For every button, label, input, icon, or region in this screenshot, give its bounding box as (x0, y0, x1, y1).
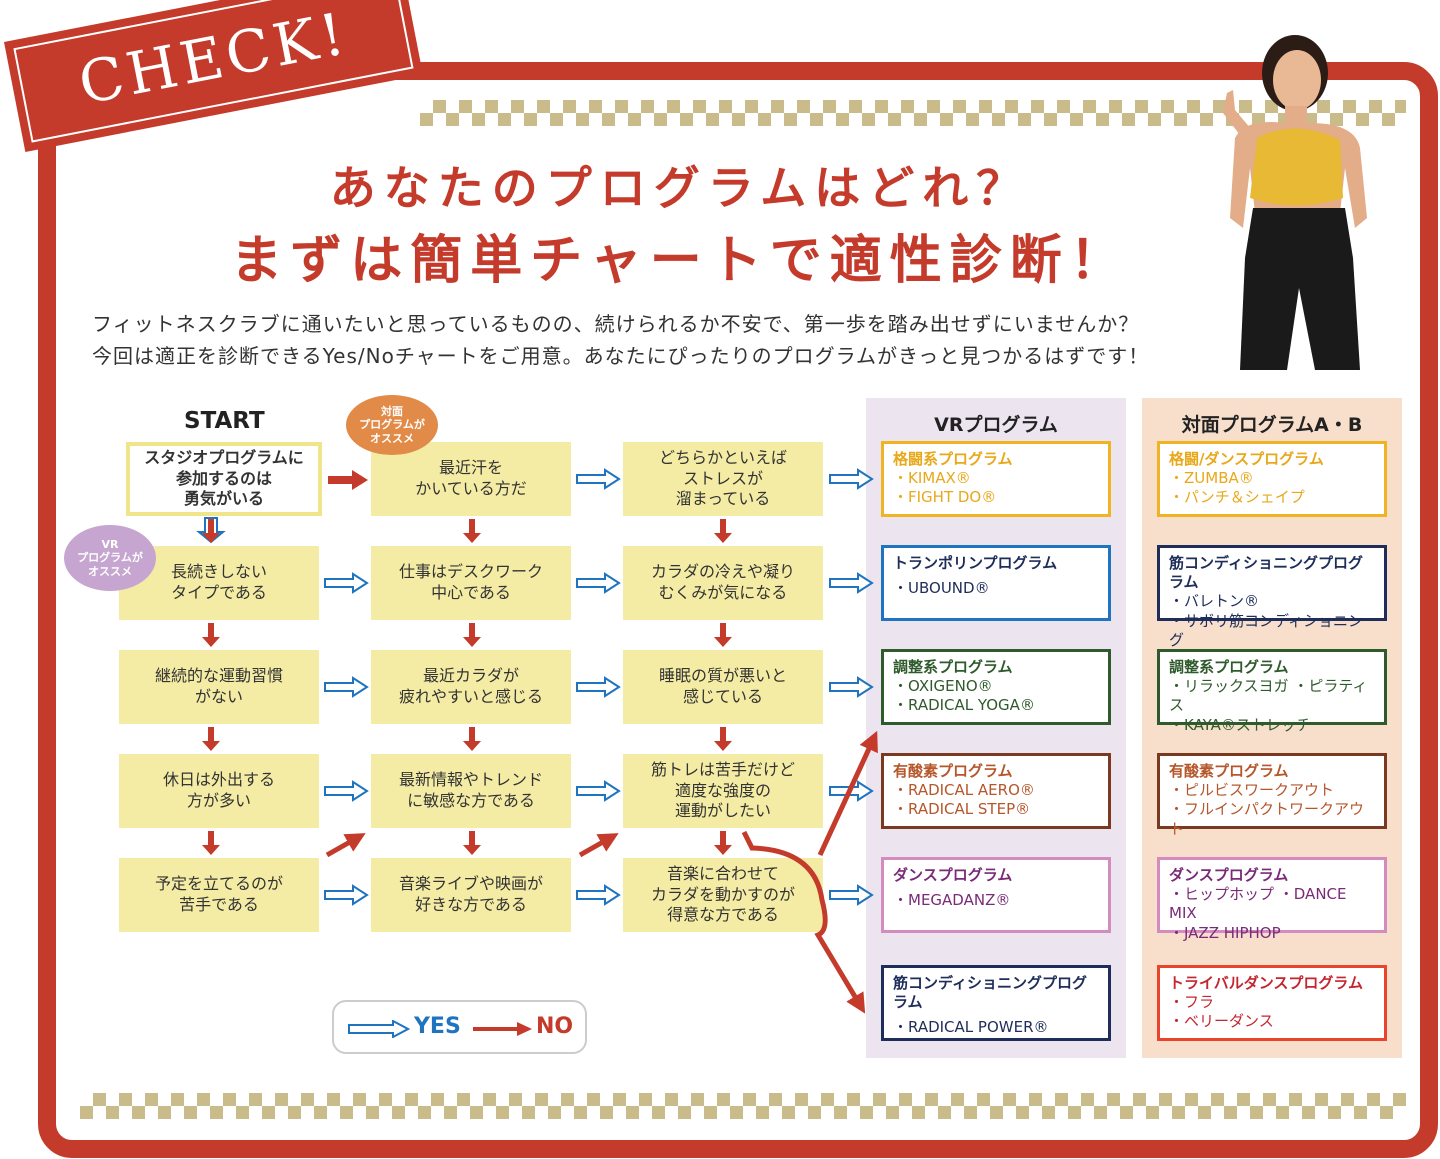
program-item: ・サボリ筋コンディショニング (1169, 611, 1363, 649)
program-result-box: 調整系プログラム・リラックスヨガ ・ピラティス・KAYA®ストレッチ (1157, 649, 1387, 734)
program-title: ダンスプログラム (1169, 866, 1289, 884)
program-item: ・MEGADANZ® (893, 891, 1011, 910)
question-box: スタジオプログラムに 参加するのは 勇気がいる (126, 442, 322, 516)
title-line-1: あなたのプログラムはどれ？ (329, 161, 1031, 215)
program-result-box: 筋コンディショニングプログラム・RADICAL POWER® (881, 965, 1111, 1041)
program-item: ・フルインパクトワークアウト (1169, 800, 1365, 838)
question-box: 休日は外出する 方が多い (119, 754, 319, 828)
program-item: ・KIMAX® (893, 469, 971, 488)
program-item: ・パンチ＆シェイプ (1169, 488, 1305, 507)
program-item: ・OXIGENO® (893, 677, 993, 696)
program-result-box: 格闘/ダンスプログラム・ZUMBA®・パンチ＆シェイプ (1157, 441, 1387, 517)
program-result-box: 筋コンディショニングプログラム・バレトン®・サボリ筋コンディショニング (1157, 545, 1387, 649)
question-box: 筋トレは苦手だけど 適度な強度の 運動がしたい (623, 754, 823, 828)
program-item: ・UBOUND® (893, 579, 990, 598)
program-title: 有酸素プログラム (1169, 762, 1289, 780)
face-column-heading: 対面プログラムA・B (1181, 414, 1363, 436)
question-box: どちらかといえば ストレスが 溜まっている (623, 442, 823, 516)
intro-line-1: フィットネスクラブに通いたいと思っているものの、続けられるか不安で、第一歩を踏み… (92, 312, 1140, 336)
instructor-photo (1223, 35, 1367, 370)
vr-column-heading: VRプログラム (934, 414, 1058, 436)
checker-band-bottom (80, 1093, 1406, 1119)
program-item: ・フラ (1169, 993, 1215, 1012)
legend: YES NO (332, 1000, 587, 1054)
program-result-box: トライバルダンスプログラム・フラ・ベリーダンス (1157, 965, 1387, 1041)
program-result-box: 有酸素プログラム・ピルビスワークアウト・フルインパクトワークアウト (1157, 753, 1387, 838)
legend-yes: YES (414, 1014, 461, 1039)
legend-no: NO (536, 1014, 574, 1039)
program-item: ・リラックスヨガ ・ピラティス (1169, 677, 1368, 715)
program-item: ・RADICAL STEP® (893, 800, 1031, 819)
question-box: 睡眠の質が悪いと 感じている (623, 650, 823, 724)
program-result-box: トランポリンプログラム・UBOUND® (881, 545, 1111, 621)
question-box: 最近カラダが 疲れやすいと感じる (371, 650, 571, 724)
face-recommend-bubble: 対面 プログラムが オススメ (346, 395, 438, 455)
yes-arrow-icon (348, 1020, 410, 1038)
intro-line-2: 今回は適正を診断できるYes/Noチャートをご用意。あなたにぴったりのプログラム… (92, 344, 1150, 368)
program-item: ・バレトン® (1169, 592, 1260, 611)
program-item: ・JAZZ HIPHOP (1169, 923, 1281, 942)
no-arrow-icon (473, 1022, 532, 1036)
question-box: 音楽に合わせて カラダを動かすのが 得意な方である (623, 858, 823, 932)
program-title: 調整系プログラム (1169, 658, 1289, 676)
question-box: 最新情報やトレンド に敏感な方である (371, 754, 571, 828)
program-title: 格闘/ダンスプログラム (1169, 450, 1324, 468)
program-title: トライバルダンスプログラム (1169, 974, 1363, 992)
program-item: ・RADICAL AERO® (893, 781, 1035, 800)
program-item: ・RADICAL POWER® (893, 1018, 1049, 1037)
program-result-box: 有酸素プログラム・RADICAL AERO®・RADICAL STEP® (881, 753, 1111, 829)
program-title: 有酸素プログラム (893, 762, 1013, 780)
program-item: ・ベリーダンス (1169, 1012, 1274, 1031)
program-item: ・ヒップホップ ・DANCE MIX (1169, 885, 1347, 923)
question-box: 仕事はデスクワーク 中心である (371, 546, 571, 620)
program-result-box: ダンスプログラム・MEGADANZ® (881, 857, 1111, 933)
vr-recommend-bubble: VR プログラムが オススメ (64, 525, 156, 591)
program-title: トランポリンプログラム (893, 554, 1058, 572)
question-box: 継続的な運動習慣 がない (119, 650, 319, 724)
question-box: カラダの冷えや凝り むくみが気になる (623, 546, 823, 620)
question-box: 最近汗を かいている方だ (371, 442, 571, 516)
program-result-box: ダンスプログラム・ヒップホップ ・DANCE MIX・JAZZ HIPHOP (1157, 857, 1387, 942)
program-title: 筋コンディショニングプログラム (893, 974, 1087, 1012)
program-item: ・ピルビスワークアウト (1169, 781, 1335, 800)
program-title: ダンスプログラム (893, 866, 1013, 884)
question-box: 予定を立てるのが 苦手である (119, 858, 319, 932)
start-label: START (184, 408, 265, 434)
program-title: 格闘系プログラム (893, 450, 1013, 468)
program-result-box: 調整系プログラム・OXIGENO®・RADICAL YOGA® (881, 649, 1111, 725)
program-title: 調整系プログラム (893, 658, 1013, 676)
program-result-box: 格闘系プログラム・KIMAX®・FIGHT DO® (881, 441, 1111, 517)
question-box: 音楽ライブや映画が 好きな方である (371, 858, 571, 932)
program-item: ・FIGHT DO® (893, 488, 997, 507)
program-title: 筋コンディショニングプログラム (1169, 554, 1363, 592)
program-item: ・ZUMBA® (1169, 469, 1254, 488)
program-item: ・KAYA®ストレッチ (1169, 715, 1311, 734)
title-line-2: まずは簡単チャートで適性診断！ (230, 230, 1130, 291)
program-item: ・RADICAL YOGA® (893, 696, 1035, 715)
